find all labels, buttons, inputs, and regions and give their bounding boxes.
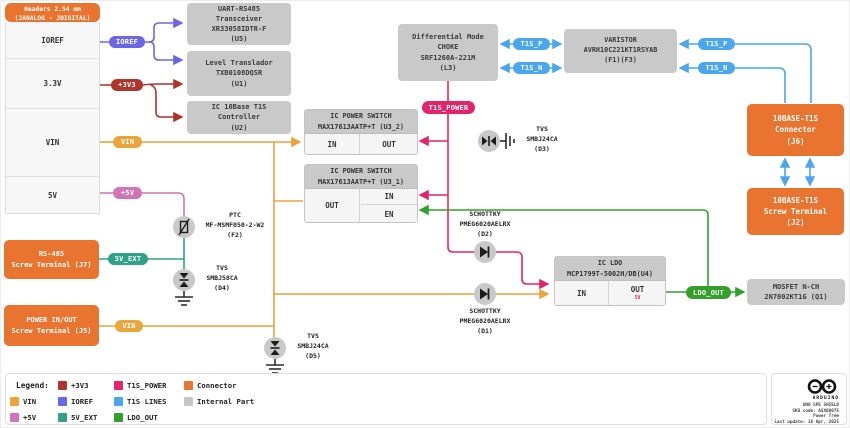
legend-item: LDO_OUT	[114, 412, 158, 422]
legend: Legend: +3V3 T1S_POWER Connector VIN IOR…	[5, 373, 767, 425]
p5v-net	[100, 192, 185, 216]
block-ldo-u4: IC LDO MCP1799T-5002H/DB(U4) IN OUT 5V	[554, 256, 666, 306]
legend-swatch	[10, 412, 19, 422]
tvs-d3	[478, 130, 500, 152]
pill-5v: +5V	[113, 187, 142, 199]
ground-icon	[500, 133, 515, 149]
pill-vin: VIN	[113, 136, 142, 148]
pill-3v3: +3V3	[111, 79, 143, 91]
ground-icon	[266, 359, 284, 374]
tvs-d4	[173, 269, 195, 291]
pin-u4-in: IN	[555, 281, 609, 305]
block-power-switch-u3-2: IC POWER SWITCH MAX17613AATP+T (U3_2) IN…	[304, 109, 418, 155]
tvs-diode-icon	[179, 273, 189, 287]
legend-swatch	[10, 396, 19, 406]
header-pin-5v: 5V	[47, 190, 58, 200]
block-t1s-controller-u2: IC 10Base T1S Controller (U2)	[187, 101, 291, 134]
legend-swatch	[114, 380, 123, 390]
legend-swatch	[58, 412, 67, 422]
pin-u3-1-en: EN	[361, 206, 417, 222]
pill-t1s-n-right: T1S_N	[698, 62, 735, 74]
schottky-d2	[474, 241, 496, 263]
pin-u4-out-voltage: 5V	[634, 295, 641, 301]
legend-swatch	[58, 380, 67, 390]
arduino-logo-icon	[807, 379, 837, 394]
pin-u3-1-in: IN	[361, 189, 417, 205]
pin-u3-2-out: OUT	[361, 134, 417, 154]
legend-item: Internal Part	[184, 396, 254, 406]
header-pin-3v3: 3.3V	[6, 59, 99, 109]
header-pin-vin: VIN	[6, 109, 99, 177]
block-t1s-connector-j6: 10BASE-T1S Connector (J6)	[747, 104, 844, 156]
ptc-f2	[173, 216, 195, 238]
label-tvs-d5: TVS SMBJ24CA (D5)	[297, 332, 329, 360]
block-power-switch-u3-1: IC POWER SWITCH MAX17613AATP+T (U3_1) OU…	[304, 164, 418, 223]
legend-item: T1S_POWER	[114, 380, 167, 390]
legend-swatch	[184, 396, 193, 406]
legend-swatch	[184, 380, 193, 390]
pin-u4-out: OUT 5V	[610, 281, 665, 305]
pill-vin-j5: VIN	[115, 320, 143, 332]
block-varistor-f1-f3: VARISTOR AVRH10C221KT1RSYAB (F1)(F3)	[564, 29, 677, 73]
header-pin-ioref: IOREF	[6, 22, 99, 59]
tvs-diode-icon	[482, 136, 496, 146]
pill-t1s-p-left: T1S_P	[513, 38, 550, 50]
pill-ioref: IOREF	[109, 36, 145, 48]
block-t1s-screw-terminal-j2: 10BASE-T1S Screw Terminal (J2)	[747, 188, 844, 235]
pin-u4-out-label: OUT	[630, 285, 645, 294]
title-block-info: UNO SPE SHIELD SKU code: ASX00075 Power …	[774, 403, 839, 425]
pin-u3-2-in: IN	[305, 134, 360, 154]
title-block: ARDUINO UNO SPE SHIELD SKU code: ASX0007…	[771, 373, 847, 425]
tvs-d5	[264, 337, 286, 359]
schottky-d1	[474, 283, 496, 305]
arduino-wordmark: ARDUINO	[812, 396, 839, 401]
pin-u3-1-out: OUT	[305, 189, 360, 222]
block-rs485-screw-terminal-j7: RS-485 Screw Terminal (J7)	[4, 240, 99, 279]
schottky-diode-icon	[480, 288, 490, 300]
legend-item: 5V_EXT	[58, 412, 97, 422]
label-schottky-d2: SCHOTTKY PMEG6020AELRX (D2)	[459, 210, 511, 238]
headers-title: Headers 2.54 mm (JANALOG - JDIGITAL)	[5, 3, 100, 22]
legend-swatch	[58, 396, 67, 406]
legend-swatch	[114, 396, 123, 406]
legend-item: +5V	[10, 412, 36, 422]
label-schottky-d1: SCHOTTKY PMEG6020AELRX (D1)	[459, 307, 511, 335]
headers-block: Headers 2.54 mm (JANALOG - JDIGITAL) IOR…	[5, 3, 100, 214]
legend-item: +3V3	[58, 380, 89, 390]
legend-title: Legend:	[16, 381, 49, 390]
legend-item: Connector	[184, 380, 237, 390]
legend-item: VIN	[10, 396, 36, 406]
block-level-translator-u1: Level Translador TXB0108DQSR (U1)	[187, 51, 291, 96]
ground-icon	[175, 291, 193, 306]
legend-swatch	[114, 412, 123, 422]
legend-item: T1S LINES	[114, 396, 167, 406]
block-choke-l3: Differential Mode CHOKE SRF1260A-221M (L…	[398, 24, 498, 81]
pill-t1s-n-left: T1S_N	[513, 62, 550, 74]
pill-5v-ext: 5V_EXT	[108, 253, 148, 265]
power-switch-u3-1-title: IC POWER SWITCH MAX17613AATP+T (U3_1)	[305, 165, 417, 189]
tvs-diode-icon	[270, 341, 280, 355]
block-power-screw-terminal-j5: POWER IN/OUT Screw Terminal (J5)	[4, 305, 99, 346]
label-ptc-f2: PTC MF-MSMF050-2-W2 (F2)	[205, 211, 265, 239]
label-tvs-d4: TVS SMBJ58CA (D4)	[206, 264, 238, 292]
schottky-diode-icon	[480, 246, 490, 258]
legend-item: IOREF	[58, 396, 93, 406]
pill-t1s-p-right: T1S_P	[698, 38, 735, 50]
ptc-icon	[178, 218, 190, 236]
pill-t1s-power: T1S_POWER	[422, 101, 475, 114]
pill-ldo-out: LDO_OUT	[686, 286, 731, 299]
label-tvs-d3: TVS SMBJ24CA (D3)	[526, 125, 558, 153]
power-switch-u3-2-title: IC POWER SWITCH MAX17613AATP+T (U3_2)	[305, 110, 417, 134]
block-uart-rs485-u5: UART-RS485 Transceiver XR33058IDTR-F (U5…	[187, 3, 291, 45]
block-mosfet-q1: MOSFET N-CH 2N7002KT1G (Q1)	[747, 279, 845, 305]
ldo-u4-title: IC LDO MCP1799T-5002H/DB(U4)	[555, 257, 665, 281]
